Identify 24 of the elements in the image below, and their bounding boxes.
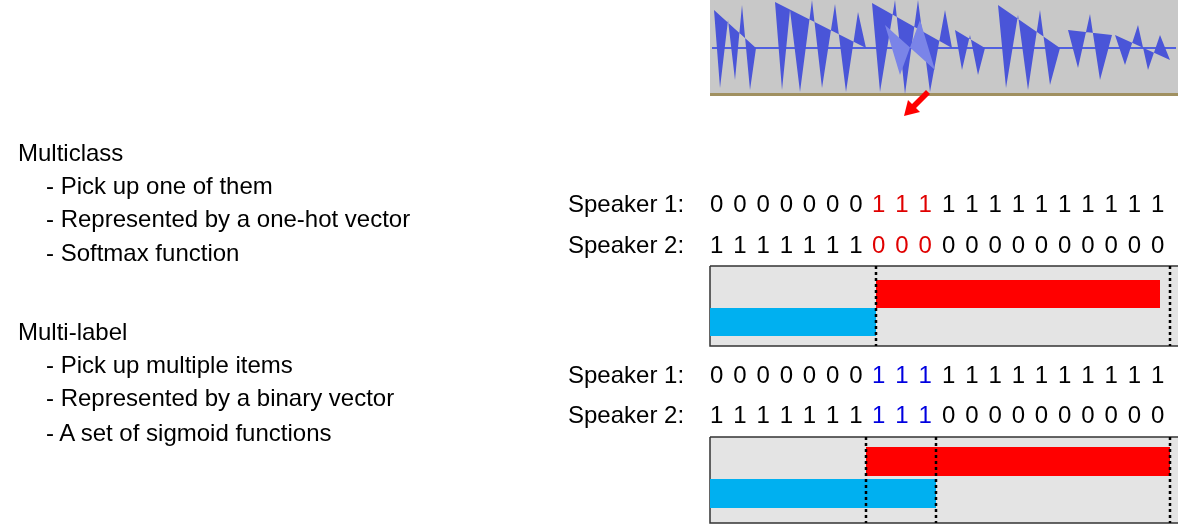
bullet-text: - Pick up multiple items [46, 351, 293, 379]
digit-sequence: 0 0 0 0 0 0 0 0 0 0 [942, 231, 1165, 259]
bullet-text: - A set of sigmoid functions [46, 419, 332, 447]
digit-sequence: 1 1 1 1 1 1 1 1 1 1 [942, 361, 1165, 389]
speaker-label: Speaker 2: [568, 401, 685, 429]
speaker-label: Speaker 2: [568, 231, 685, 259]
speaker-label: Speaker 1: [568, 190, 685, 218]
highlighted-digits: 0 0 0 [872, 231, 932, 259]
heading: Multi-label [18, 318, 128, 346]
bullet-text: - Softmax function [46, 239, 240, 267]
highlighted-digits: 1 1 1 [872, 401, 932, 429]
highlighted-digits: 1 1 1 [872, 190, 932, 218]
digit-sequence: 1 1 1 1 1 1 1 1 1 1 [942, 190, 1165, 218]
bullet-text: - Pick up one of them [46, 172, 273, 200]
digit-sequence: 0 0 0 0 0 0 0 [710, 361, 863, 389]
digit-sequence: 0 0 0 0 0 0 0 [710, 190, 863, 218]
speaker-label: Speaker 1: [568, 361, 685, 389]
heading: Multiclass [18, 139, 124, 167]
digit-sequence: 1 1 1 1 1 1 1 [710, 231, 863, 259]
digit-sequence: 0 0 0 0 0 0 0 0 0 0 [942, 401, 1165, 429]
digit-sequence: 1 1 1 1 1 1 1 [710, 401, 863, 429]
highlighted-digits: 1 1 1 [872, 361, 932, 389]
bullet-text: - Represented by a binary vector [46, 384, 395, 412]
bullet-text: - Represented by a one-hot vector [46, 205, 411, 233]
